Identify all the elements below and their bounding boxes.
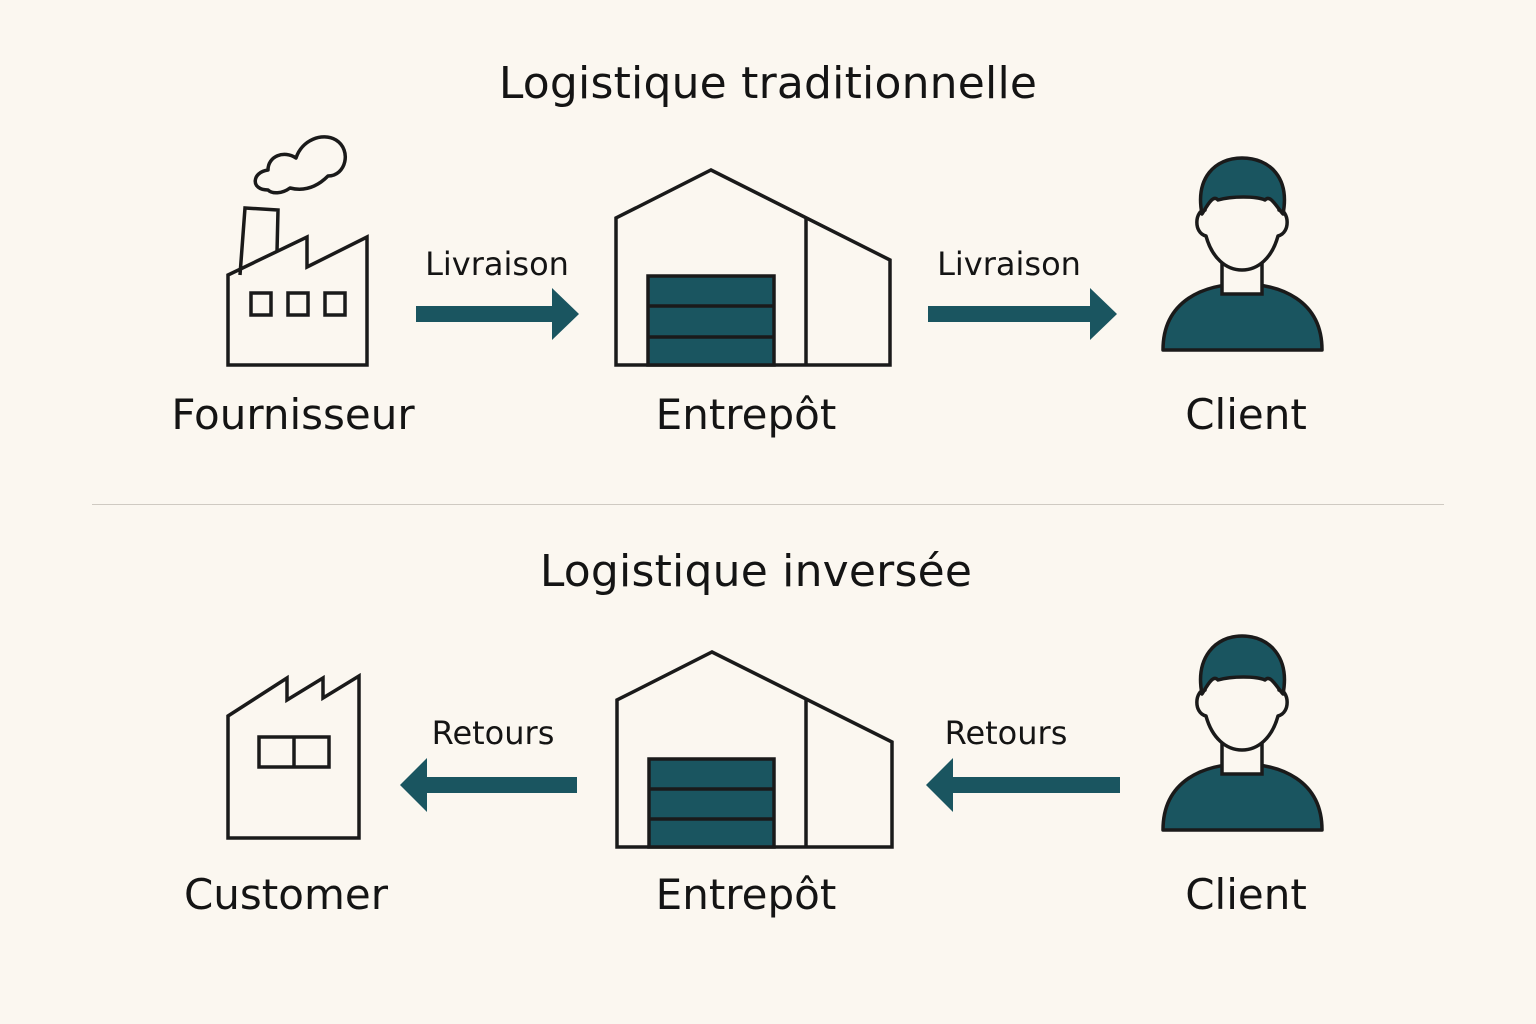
warehouse-icon (614, 168, 892, 367)
client-label-traditional: Client (1185, 390, 1307, 439)
returns-label-1: Retours (431, 714, 555, 752)
arrow-left-icon (400, 758, 577, 812)
delivery-label-1: Livraison (425, 245, 569, 283)
section-divider (92, 504, 1444, 505)
factory-icon (226, 135, 369, 367)
person-icon (1161, 634, 1324, 832)
client-label-reverse: Client (1185, 870, 1307, 919)
returns-label-2: Retours (944, 714, 1068, 752)
warehouse-icon (615, 650, 894, 849)
arrow-right-icon (416, 288, 579, 340)
customer-label: Customer (183, 870, 388, 919)
arrow-left-icon (926, 758, 1120, 812)
warehouse-label-reverse: Entrepôt (655, 870, 837, 919)
factory-icon (226, 672, 361, 840)
arrow-right-icon (928, 288, 1117, 340)
traditional-title: Logistique traditionnelle (498, 58, 1038, 109)
supplier-label: Fournisseur (171, 390, 415, 439)
warehouse-label-traditional: Entrepôt (655, 390, 837, 439)
delivery-label-2: Livraison (937, 245, 1081, 283)
reverse-title: Logistique inversée (539, 546, 973, 597)
person-icon (1161, 156, 1324, 352)
